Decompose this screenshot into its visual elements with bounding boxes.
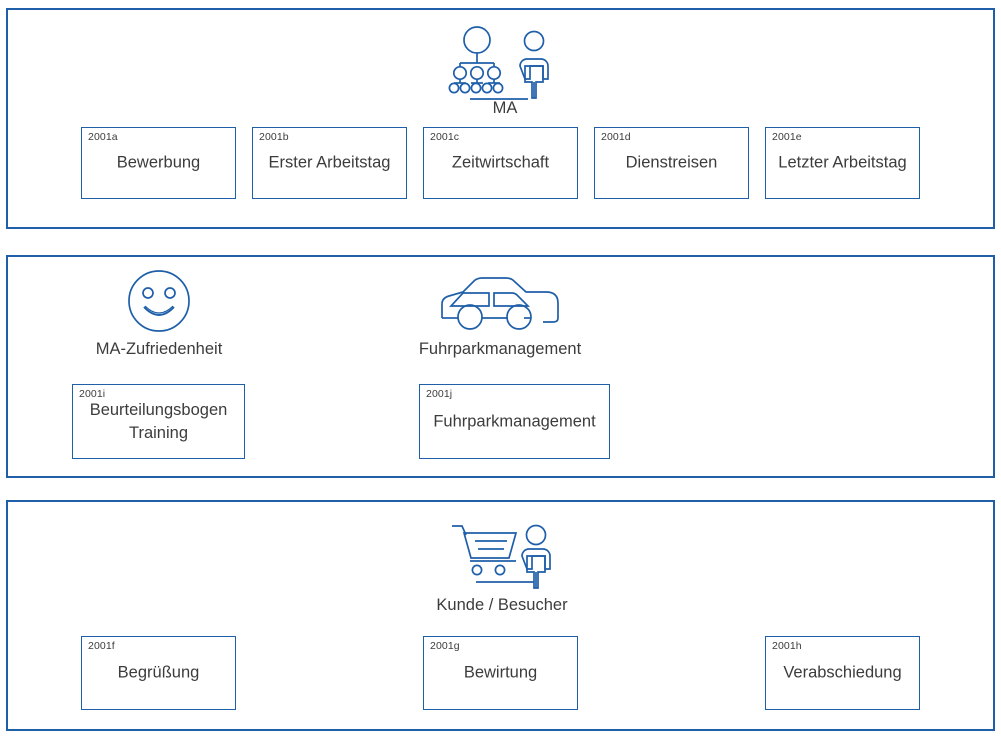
process-box-label: Letzter Arbeitstag — [778, 153, 907, 172]
process-box-label: Zeitwirtschaft — [451, 153, 550, 172]
process-box-2001a[interactable]: 2001a Bewerbung — [81, 127, 236, 199]
process-box-label: Verabschiedung — [783, 663, 902, 682]
process-box-label: Begrüßung — [117, 663, 200, 682]
process-box-id: 2001e — [772, 131, 802, 143]
process-box-2001d[interactable]: 2001d Dienstreisen — [594, 127, 749, 199]
car-icon — [437, 272, 563, 334]
process-box-label: Dienstreisen — [625, 153, 718, 172]
process-box-id: 2001c — [430, 131, 460, 143]
process-box-label: Fuhrparkmanagement — [433, 412, 596, 430]
process-box-id: 2001j — [426, 388, 453, 400]
process-box-id: 2001h — [772, 640, 802, 652]
lane-caption-ma: MA — [492, 99, 518, 117]
process-box-label: Beurteilungsbogen Training — [89, 400, 228, 442]
process-box-2001f[interactable]: 2001f Begrüßung — [81, 636, 236, 710]
smiley-face-icon — [124, 269, 194, 333]
process-box-id: 2001i — [79, 388, 106, 400]
process-box-id: 2001a — [88, 131, 118, 143]
org-hierarchy-person-icon — [446, 26, 564, 102]
process-box-id: 2001g — [430, 640, 460, 652]
lane-caption-fuhrparkmanagement: Fuhrparkmanagement — [418, 340, 582, 358]
process-box-2001h[interactable]: 2001h Verabschiedung — [765, 636, 920, 710]
lane-caption-ma-zufriedenheit: MA-Zufriedenheit — [95, 340, 223, 358]
process-box-id: 2001f — [88, 640, 115, 652]
process-box-label: Erster Arbeitstag — [268, 153, 391, 172]
process-box-label: Bewirtung — [463, 663, 538, 682]
process-box-2001c[interactable]: 2001c Zeitwirtschaft — [423, 127, 578, 199]
lane-caption-kunde-besucher: Kunde / Besucher — [436, 596, 568, 614]
process-box-2001e[interactable]: 2001e Letzter Arbeitstag — [765, 127, 920, 199]
process-box-id: 2001b — [259, 131, 289, 143]
process-box-label: Bewerbung — [116, 153, 201, 172]
process-box-id: 2001d — [601, 131, 631, 143]
process-box-2001b[interactable]: 2001b Erster Arbeitstag — [252, 127, 407, 199]
shopping-cart-person-icon — [450, 523, 560, 593]
process-box-2001i[interactable]: 2001i Beurteilungsbogen Training — [72, 384, 245, 459]
process-box-2001g[interactable]: 2001g Bewirtung — [423, 636, 578, 710]
process-box-2001j[interactable]: 2001j Fuhrparkmanagement — [419, 384, 610, 459]
